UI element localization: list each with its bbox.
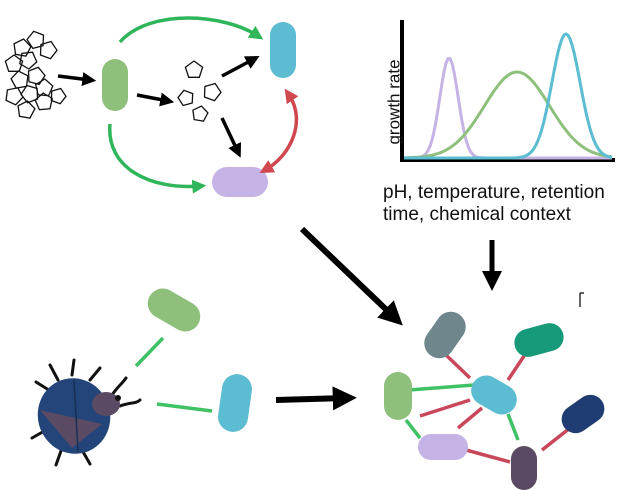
chart-axes: [400, 20, 615, 162]
colonization-arrow: [275, 386, 357, 411]
green-bacterium: [147, 288, 201, 332]
purple-bacterium: [418, 434, 468, 460]
polymer-cluster-icon: [4, 30, 67, 119]
uptake-arrow-purple: [220, 117, 242, 158]
community-network: [384, 311, 605, 490]
chart-y-axis-label: growth rate: [384, 59, 404, 145]
green-bacterium: [102, 59, 128, 111]
teal-growth-curve: [404, 32, 613, 160]
slate-bacterium: [424, 311, 466, 359]
chart-x-axis-label-line1: pH, temperature, retention: [383, 182, 605, 203]
degradation-arrow: [57, 72, 97, 86]
plum-bacterium: [511, 446, 537, 490]
navy-bacterium: [561, 394, 605, 434]
cross-feed-arrow-bottom: [108, 123, 207, 194]
competition-arrow: [259, 88, 299, 174]
growth-rate-chart: [400, 20, 615, 162]
stray-mark: [579, 292, 584, 307]
teal-bacterium: [270, 22, 296, 78]
cross-feed-arrow-top: [118, 16, 264, 44]
beetle-icon: [30, 358, 142, 467]
green-growth-curve: [403, 70, 613, 160]
uptake-arrow-teal: [221, 56, 260, 78]
assembly-arrow: [299, 226, 403, 326]
emerald-bacterium: [514, 323, 564, 357]
chart-x-axis-label-line2: time, chemical context: [383, 204, 571, 225]
pentagon-monomer-icon: [177, 60, 222, 122]
teal-bacterium: [471, 375, 517, 415]
purple-bacterium: [212, 167, 268, 197]
green-bacterium: [384, 372, 412, 420]
release-arrow: [136, 92, 175, 107]
teal-bacterium: [218, 374, 252, 432]
host-association: [134, 288, 252, 432]
